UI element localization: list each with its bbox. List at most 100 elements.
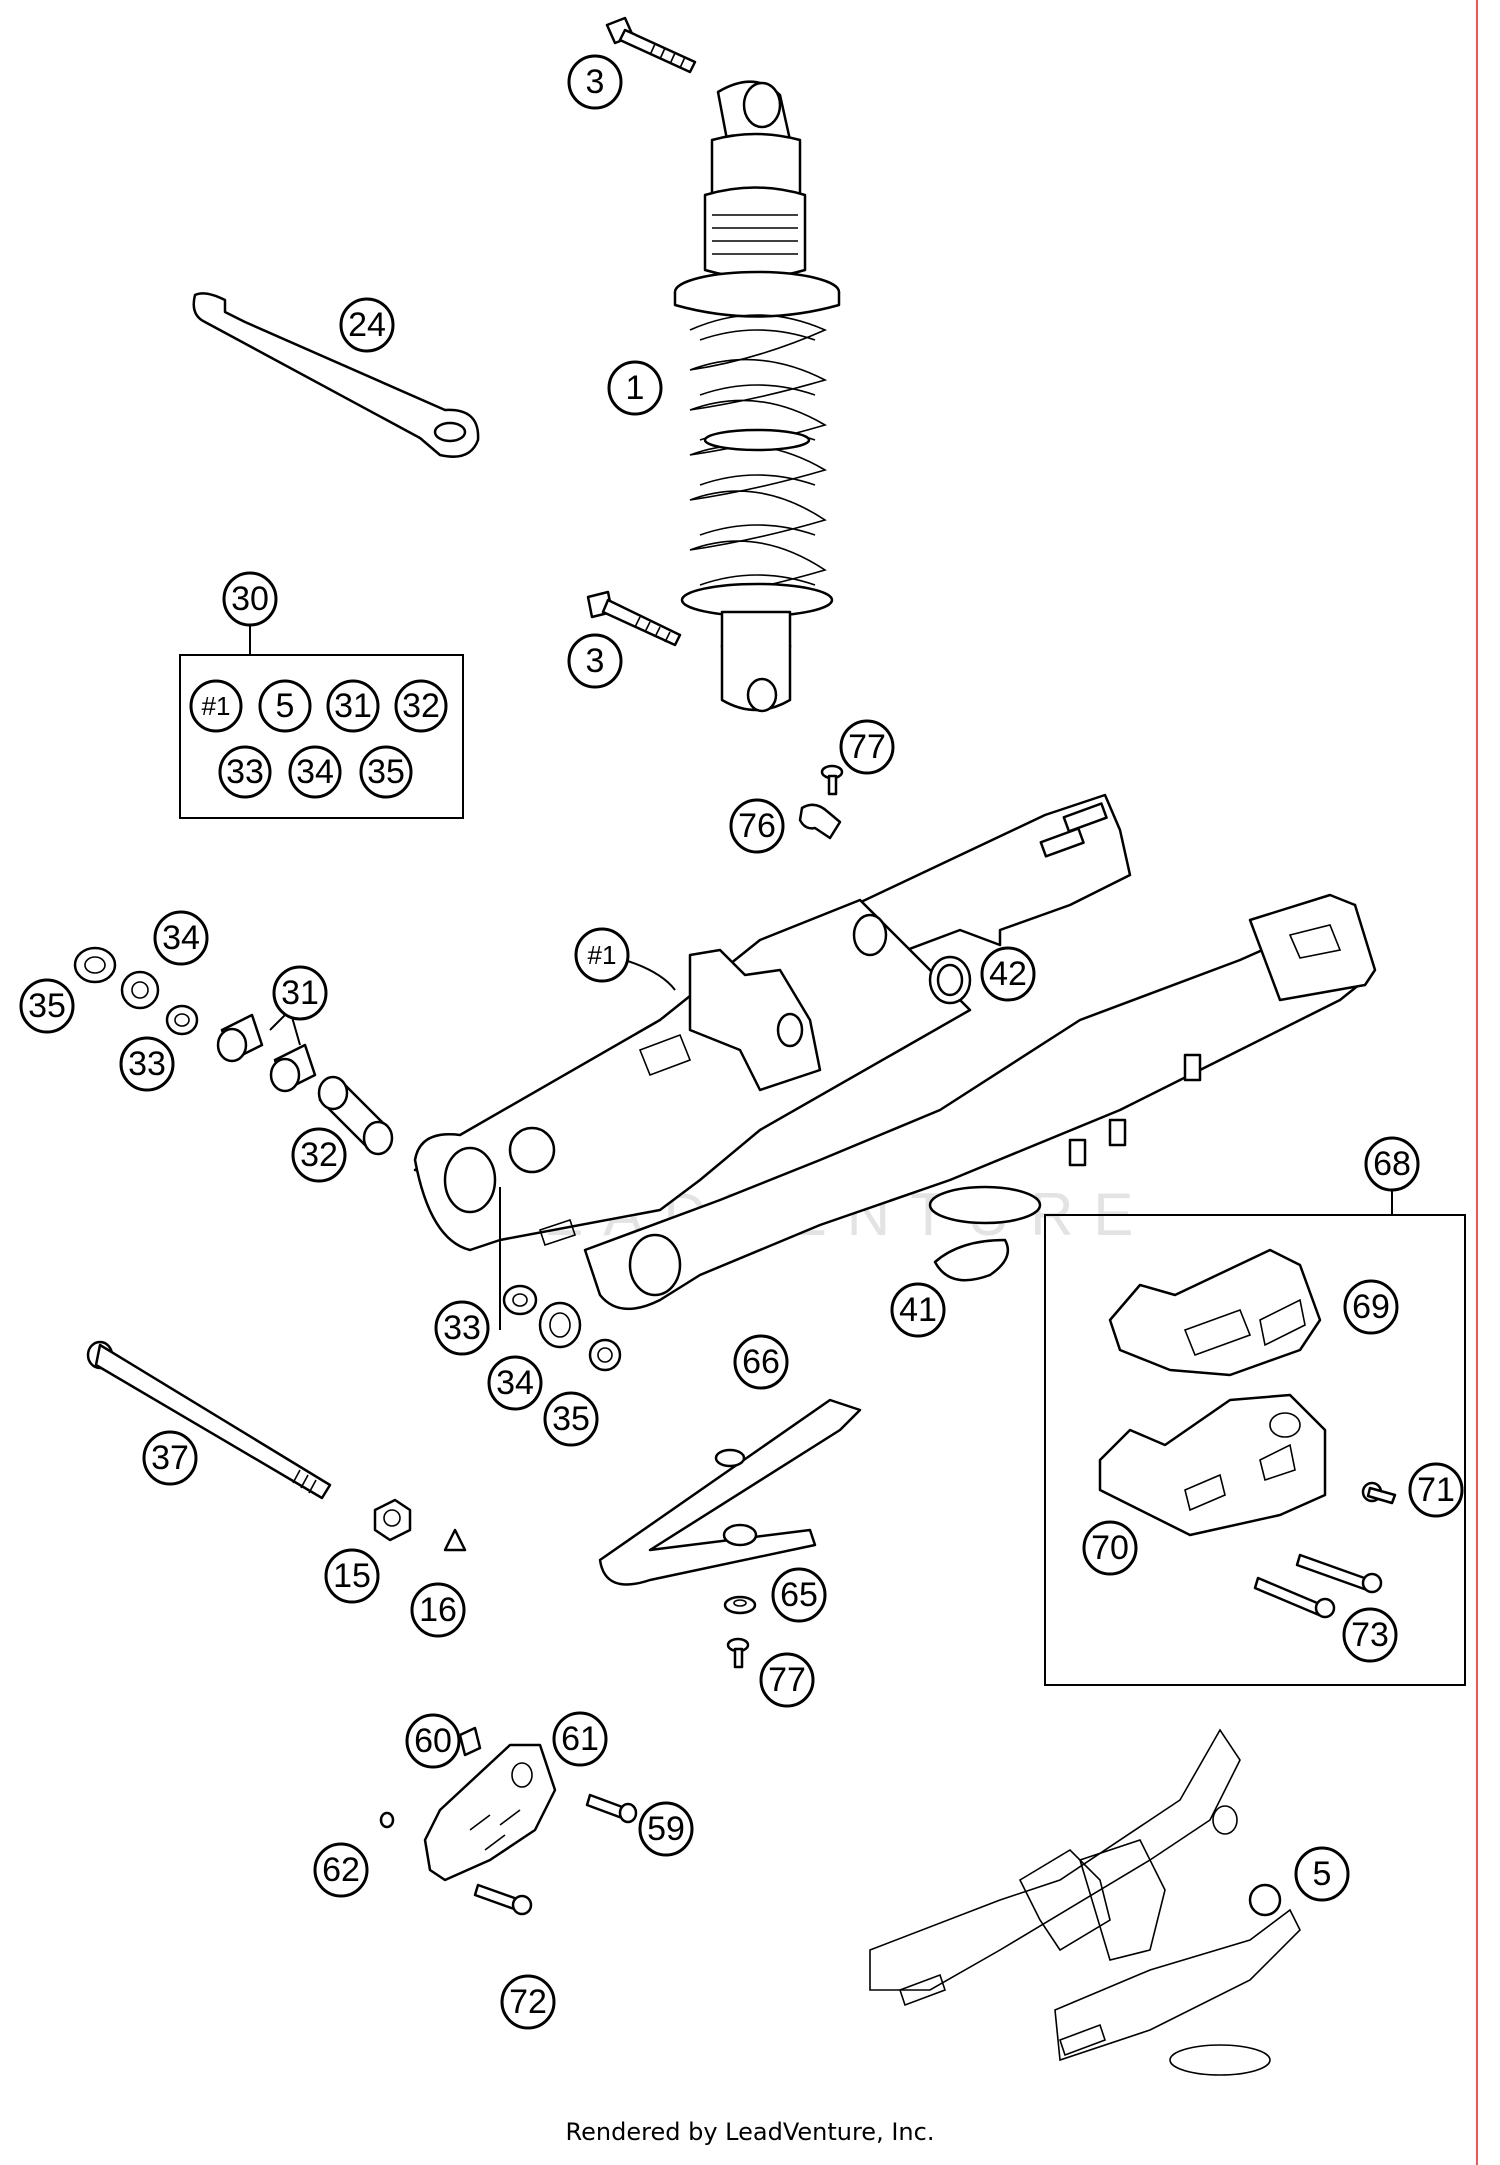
- kit-item-33[interactable]: 33: [218, 745, 272, 799]
- svg-text:5: 5: [1313, 1855, 1332, 1893]
- kit-item-35[interactable]: 35: [359, 745, 413, 799]
- chain-slider-icon[interactable]: [598, 1398, 862, 1586]
- callout-65[interactable]: 65: [771, 1567, 827, 1623]
- callout-15[interactable]: 15: [324, 1548, 380, 1604]
- screw-icon[interactable]: [820, 764, 844, 796]
- svg-text:3: 3: [586, 642, 605, 680]
- washer-icon[interactable]: [723, 1595, 757, 1615]
- svg-text:33: 33: [226, 753, 264, 791]
- svg-text:33: 33: [128, 1045, 166, 1083]
- callout-77[interactable]: 77: [759, 1652, 815, 1708]
- svg-text:68: 68: [1373, 1145, 1411, 1183]
- bolt-icon[interactable]: [605, 16, 697, 74]
- kit-item-34[interactable]: 34: [288, 745, 342, 799]
- callout-71[interactable]: 71: [1408, 1462, 1464, 1518]
- svg-text:34: 34: [496, 1364, 534, 1402]
- callout-76[interactable]: 76: [729, 798, 785, 854]
- callout-72[interactable]: 72: [500, 1974, 556, 2030]
- kit-68-box: [1044, 1214, 1466, 1686]
- bolt-icon[interactable]: [1295, 1553, 1383, 1594]
- bolt-icon[interactable]: [586, 590, 682, 647]
- shock-absorber-icon[interactable]: [673, 80, 841, 713]
- plug-icon[interactable]: [928, 955, 972, 1005]
- svg-text:66: 66: [742, 1343, 780, 1381]
- svg-text:37: 37: [151, 1439, 189, 1477]
- callout-33[interactable]: 33: [434, 1300, 490, 1356]
- svg-text:33: 33: [443, 1309, 481, 1347]
- spacer-icon[interactable]: [458, 1726, 482, 1757]
- callout-3[interactable]: 3: [567, 54, 623, 110]
- svg-text:71: 71: [1417, 1471, 1455, 1509]
- bearing-kit-right[interactable]: [502, 1284, 622, 1372]
- hook-wrench-icon[interactable]: [192, 292, 480, 458]
- svg-text:70: 70: [1091, 1529, 1129, 1567]
- svg-text:77: 77: [848, 728, 886, 766]
- callout-66[interactable]: 66: [733, 1334, 789, 1390]
- bolt-icon[interactable]: [585, 1793, 638, 1824]
- svg-text:#1: #1: [588, 940, 617, 970]
- plug-icon[interactable]: [379, 1811, 395, 1829]
- callout-35[interactable]: 35: [19, 978, 75, 1034]
- svg-text:3: 3: [586, 63, 605, 101]
- callout-5[interactable]: 5: [1294, 1846, 1350, 1902]
- kit-item-31[interactable]: 31: [326, 679, 380, 733]
- svg-text:30: 30: [231, 580, 269, 618]
- bearing-kit-left[interactable]: [73, 946, 394, 1156]
- svg-text:76: 76: [738, 807, 776, 845]
- callout-34[interactable]: 34: [153, 910, 209, 966]
- nut-icon[interactable]: [373, 1498, 412, 1542]
- callout-42[interactable]: 42: [980, 946, 1036, 1002]
- callout-77[interactable]: 77: [839, 719, 895, 775]
- chain-guide-icon[interactable]: [1108, 1248, 1322, 1377]
- callout-32[interactable]: 32: [291, 1127, 347, 1183]
- callout-37[interactable]: 37: [142, 1430, 198, 1486]
- callout-34[interactable]: 34: [487, 1355, 543, 1411]
- svg-text:61: 61: [561, 1720, 599, 1758]
- page-edge-line: [1476, 0, 1478, 2165]
- callout-60[interactable]: 60: [405, 1713, 461, 1769]
- callout-31[interactable]: 31: [272, 965, 328, 1021]
- chain-guide-lower-icon[interactable]: [423, 1743, 557, 1882]
- callout-68[interactable]: 68: [1364, 1136, 1420, 1192]
- callout-61[interactable]: 61: [552, 1711, 608, 1767]
- detail-inset-icon: [869, 1728, 1301, 2076]
- callout-3[interactable]: 3: [567, 633, 623, 689]
- callout-30[interactable]: 30: [222, 571, 278, 627]
- callout-35[interactable]: 35: [543, 1391, 599, 1447]
- svg-text:35: 35: [28, 987, 66, 1025]
- kit-item-swingarm[interactable]: #1: [189, 679, 243, 733]
- cap-icon[interactable]: [443, 1528, 467, 1552]
- screw-icon[interactable]: [726, 1637, 750, 1669]
- callout-16[interactable]: 16: [410, 1582, 466, 1638]
- kit-item-32[interactable]: 32: [394, 679, 448, 733]
- callout-1[interactable]: 1: [607, 360, 663, 416]
- bolt-icon[interactable]: [473, 1883, 533, 1916]
- svg-text:32: 32: [300, 1136, 338, 1174]
- bolt-icon[interactable]: [1361, 1481, 1397, 1505]
- svg-text:15: 15: [333, 1557, 371, 1595]
- clip-icon[interactable]: [798, 803, 842, 840]
- svg-text:60: 60: [414, 1722, 452, 1760]
- callout-59[interactable]: 59: [638, 1801, 694, 1857]
- chain-guide-bracket-icon[interactable]: [1098, 1393, 1327, 1537]
- swingarm-icon[interactable]: [413, 793, 1377, 1311]
- swingarm-axle-icon[interactable]: [86, 1340, 332, 1500]
- callout-swingarm[interactable]: #1: [574, 927, 630, 983]
- svg-text:32: 32: [402, 687, 440, 725]
- callout-70[interactable]: 70: [1082, 1520, 1138, 1576]
- svg-text:5: 5: [276, 687, 295, 725]
- svg-text:#1: #1: [202, 691, 231, 721]
- callout-33[interactable]: 33: [119, 1036, 175, 1092]
- kit-30-box: [179, 654, 464, 819]
- plug-icon[interactable]: [933, 1238, 1010, 1282]
- svg-text:69: 69: [1352, 1288, 1390, 1326]
- callout-73[interactable]: 73: [1342, 1607, 1398, 1663]
- callout-62[interactable]: 62: [313, 1842, 369, 1898]
- svg-text:62: 62: [322, 1851, 360, 1889]
- callout-24[interactable]: 24: [339, 297, 395, 353]
- callout-41[interactable]: 41: [890, 1282, 946, 1338]
- callout-69[interactable]: 69: [1343, 1279, 1399, 1335]
- bolt-icon[interactable]: [1253, 1576, 1336, 1619]
- svg-text:1: 1: [626, 369, 645, 407]
- kit-item-5[interactable]: 5: [258, 679, 312, 733]
